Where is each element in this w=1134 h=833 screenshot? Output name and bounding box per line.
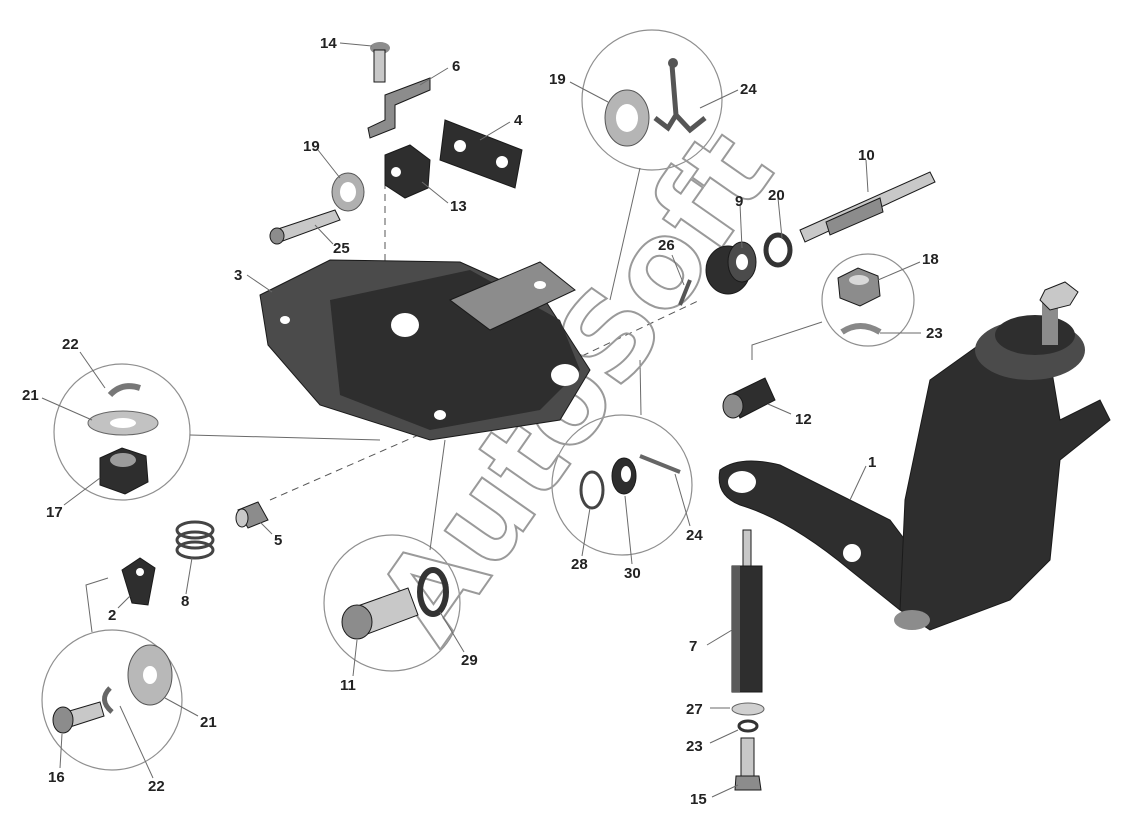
label-4: 4 <box>514 112 523 129</box>
label-3: 3 <box>234 267 242 284</box>
label-27: 27 <box>686 701 703 718</box>
part-bolt-14 <box>370 42 390 83</box>
label-11: 11 <box>340 677 356 694</box>
label-1: 1 <box>868 454 876 471</box>
label-19-left: 19 <box>303 138 320 155</box>
part-shaft-10 <box>799 171 936 243</box>
label-12: 12 <box>795 411 812 428</box>
label-9: 9 <box>735 193 743 210</box>
label-25: 25 <box>333 240 350 257</box>
label-13: 13 <box>450 198 467 215</box>
part-block-13 <box>384 144 431 199</box>
label-7: 7 <box>689 638 697 655</box>
part-cotter-pin-24-right <box>639 454 681 474</box>
part-castle-nut-30 <box>611 457 637 495</box>
part-washer-28 <box>579 470 605 510</box>
label-14: 14 <box>320 35 337 52</box>
connector-lines <box>85 167 823 633</box>
label-17: 17 <box>46 504 63 521</box>
part-bracket-3 <box>259 259 591 441</box>
part-washer-27 <box>731 702 765 716</box>
label-21-bottom: 21 <box>200 714 217 731</box>
label-22-bottom: 22 <box>148 778 165 795</box>
label-24-top: 24 <box>740 81 757 98</box>
label-10: 10 <box>858 147 875 164</box>
part-plate-4 <box>439 119 523 189</box>
label-6: 6 <box>452 58 460 75</box>
part-nut-18 <box>837 267 881 307</box>
label-21-left: 21 <box>22 387 39 404</box>
label-30: 30 <box>624 565 641 582</box>
label-28: 28 <box>571 556 588 573</box>
part-cylinder-12 <box>722 377 776 419</box>
part-washer-29 <box>417 567 449 617</box>
label-16: 16 <box>48 769 65 786</box>
part-spring-8 <box>175 520 215 560</box>
part-nut-17 <box>99 447 149 495</box>
label-5: 5 <box>274 532 282 549</box>
part-lock-washer-22-left <box>107 383 141 398</box>
label-19-top: 19 <box>549 71 566 88</box>
part-pin-25 <box>269 209 341 245</box>
part-bolt-15 <box>734 737 762 791</box>
label-24-right: 24 <box>686 527 703 544</box>
label-18: 18 <box>922 251 939 268</box>
label-26: 26 <box>658 237 675 254</box>
leader-lines <box>41 42 921 798</box>
part-pin-26 <box>678 279 692 306</box>
part-sleeve-5 <box>235 501 269 529</box>
label-23-bottom: 23 <box>686 738 703 755</box>
label-8: 8 <box>181 593 189 610</box>
label-23-right: 23 <box>926 325 943 342</box>
part-labels: 14 6 4 19 13 25 3 19 24 10 9 20 26 18 23… <box>22 35 943 808</box>
label-20: 20 <box>768 187 785 204</box>
label-29: 29 <box>461 652 478 669</box>
part-clip-6 <box>367 77 431 139</box>
part-rod-7 <box>731 529 763 693</box>
part-lock-washer-23-right <box>840 323 882 335</box>
part-lock-washer-22-bottom <box>102 686 114 714</box>
part-bushing-9 <box>705 241 757 295</box>
part-ring-20 <box>763 232 793 268</box>
part-bolt-16 <box>52 701 105 734</box>
label-22-left: 22 <box>62 336 79 353</box>
part-cotter-pin-24-top <box>653 64 707 134</box>
part-pin-11 <box>341 587 419 640</box>
part-arm-1 <box>718 281 1111 631</box>
label-2: 2 <box>108 607 116 624</box>
label-15: 15 <box>690 791 707 808</box>
part-lock-washer-23-bottom <box>737 719 759 733</box>
part-bracket-2 <box>121 557 156 606</box>
